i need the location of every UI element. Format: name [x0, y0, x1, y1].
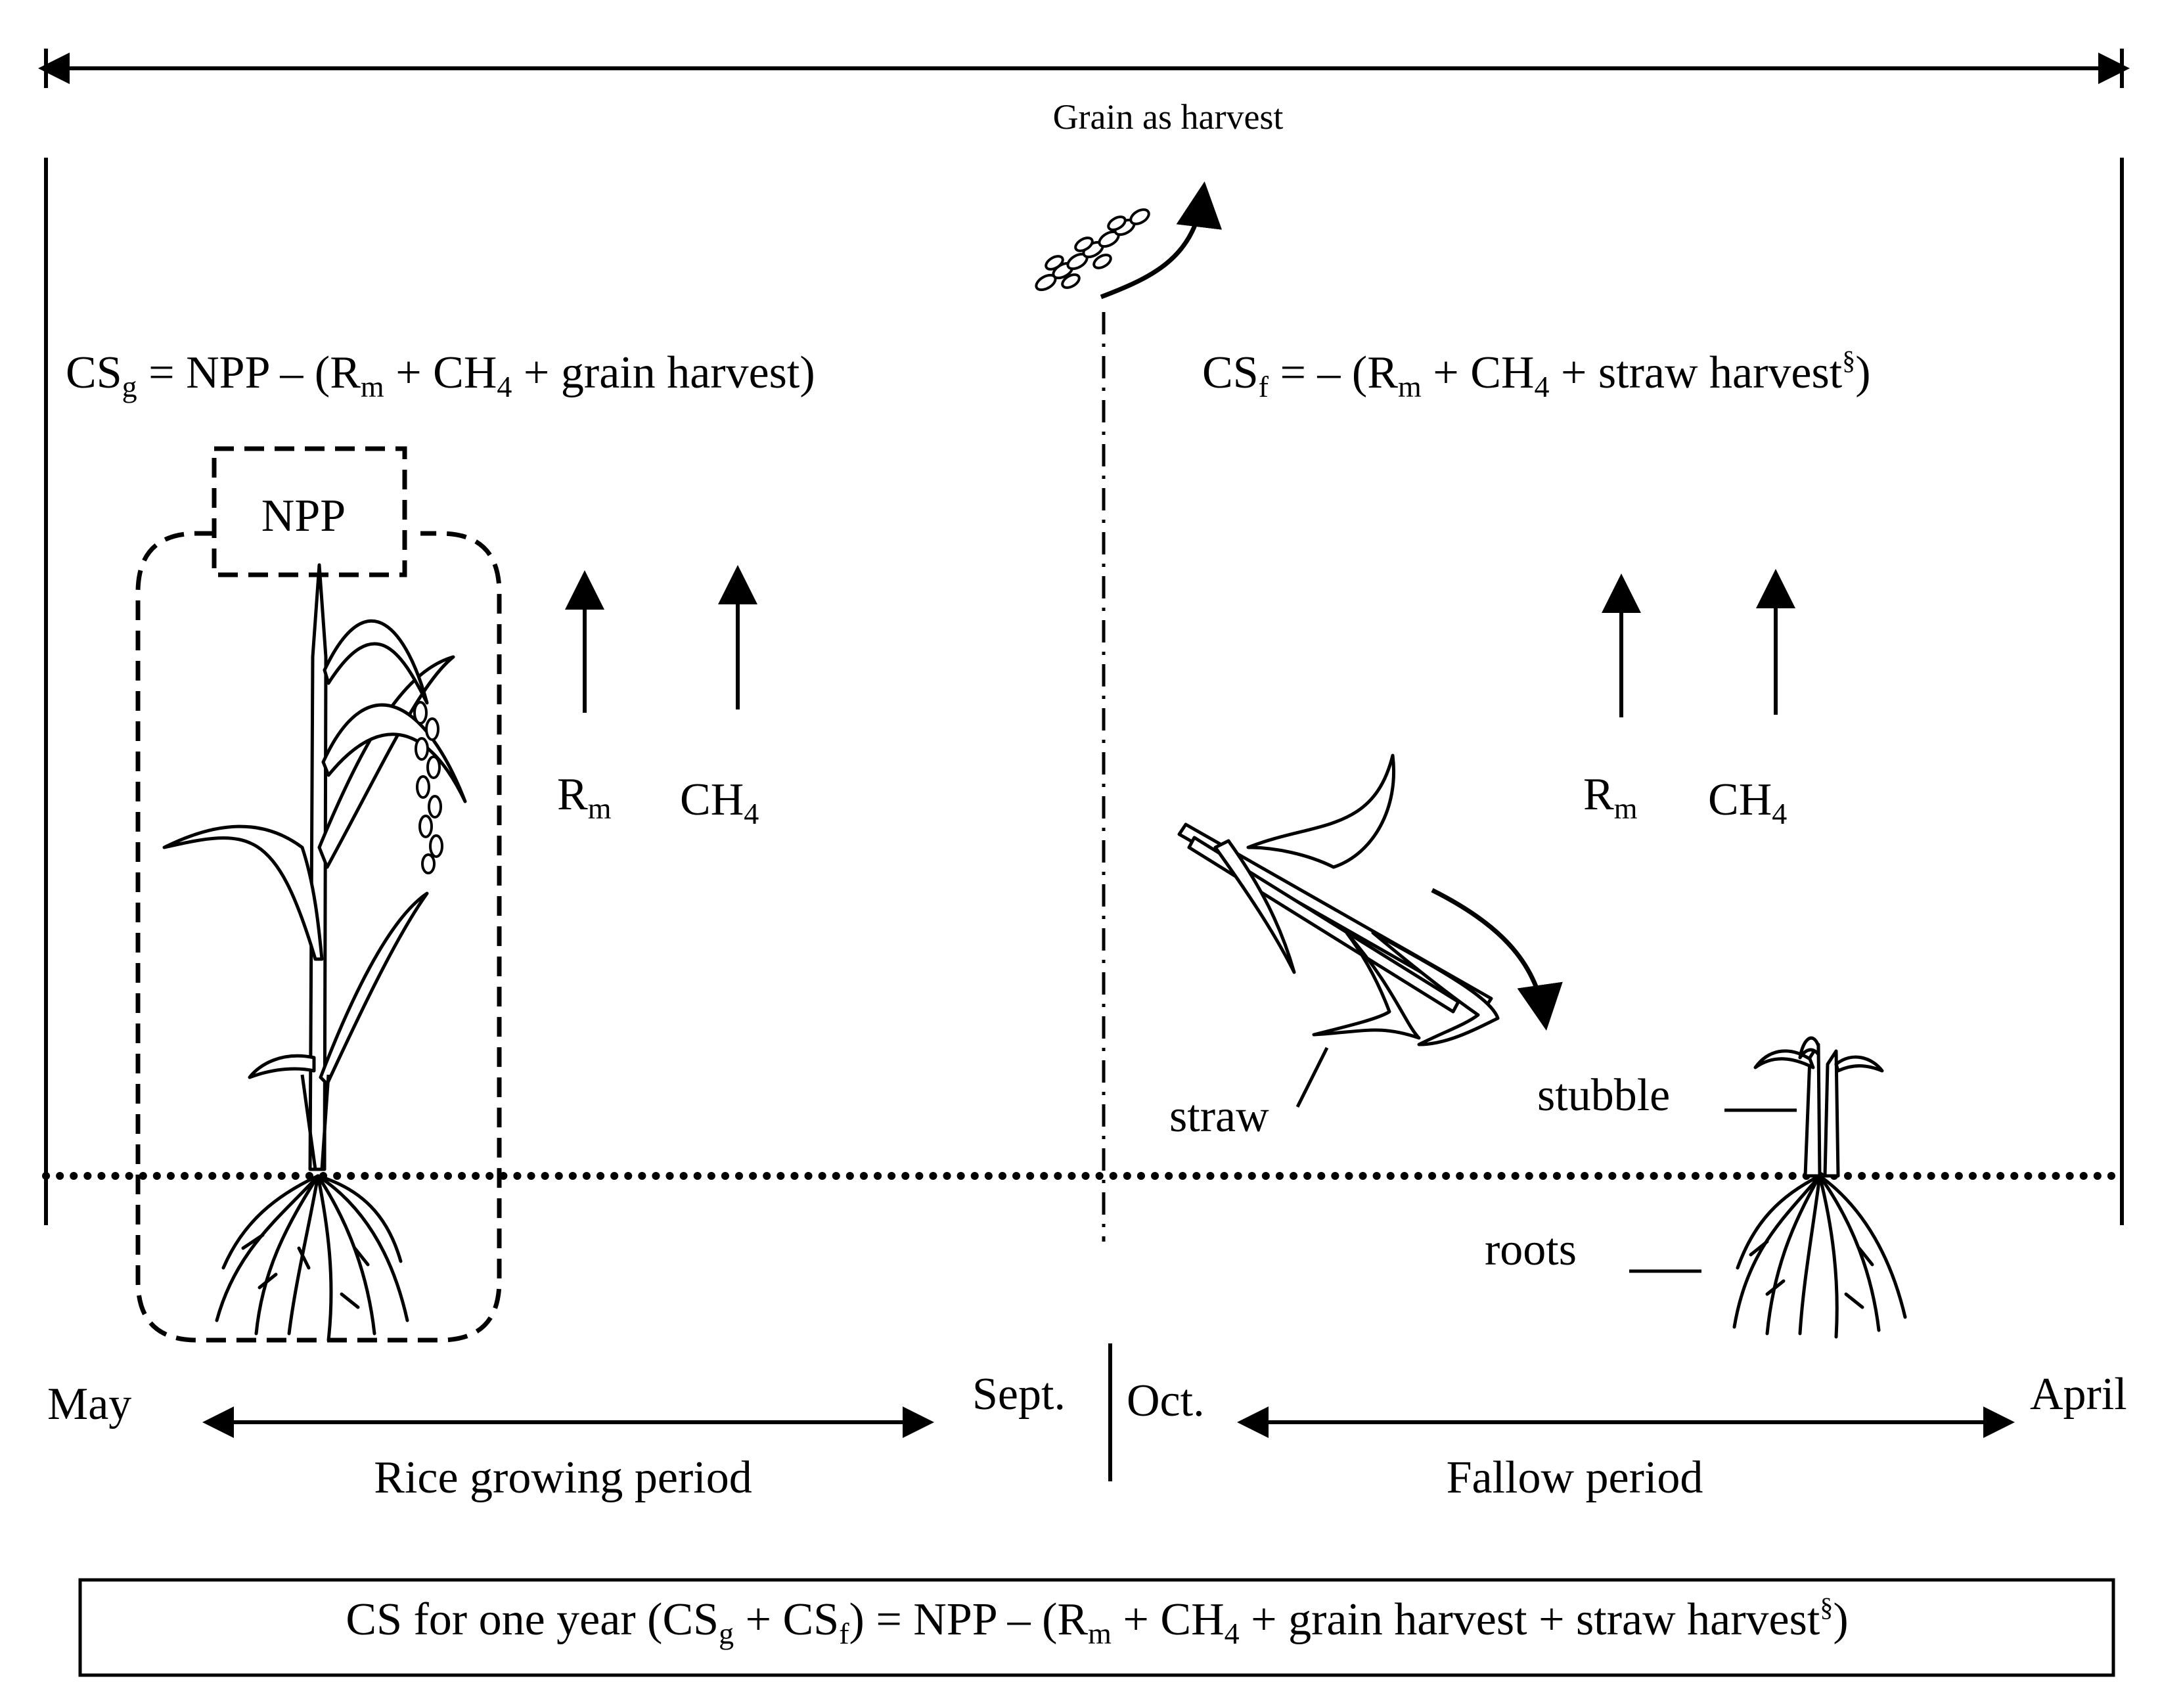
- fallow-ch4-label: CH4: [1708, 775, 1787, 830]
- fallow-rm-label: Rm: [1583, 769, 1638, 825]
- growing-rm-label: Rm: [557, 769, 612, 825]
- rice-roots-icon: [215, 1174, 409, 1342]
- month-sept-label: Sept.: [972, 1369, 1066, 1420]
- year-span-arrow: [38, 49, 2130, 88]
- summary-box: [78, 1578, 2115, 1677]
- stubble-label: stubble: [1537, 1070, 1670, 1121]
- grain-head-icon: [1035, 208, 1150, 292]
- straw-label: straw: [1169, 1091, 1269, 1142]
- growing-season-equation: CSg = NPP – (Rm + CH4 + grain harvest): [66, 348, 815, 403]
- growing-ch4-label: CH4: [680, 775, 759, 830]
- fallow-roots-icon: [1732, 1174, 1907, 1339]
- summary-equation: CS for one year (CSg + CSf) = NPP – (Rm …: [346, 1592, 1848, 1650]
- fallow-season-equation: CSf = – (Rm + CH4 + straw harvest§): [1202, 346, 1871, 403]
- rice-period-label: Rice growing period: [374, 1452, 752, 1503]
- straw-to-stubble-arrow: [1431, 888, 1563, 1031]
- grain-harvest-label: Grain as harvest: [1053, 97, 1284, 137]
- month-april-label: April: [2030, 1369, 2127, 1420]
- npp-label: NPP: [261, 491, 346, 541]
- grain-harvest-arrow: [1100, 181, 1223, 300]
- roots-label: roots: [1485, 1225, 1577, 1275]
- month-oct-label: Oct.: [1127, 1376, 1205, 1426]
- fallow-period-label: Fallow period: [1447, 1452, 1703, 1503]
- rice-panicle-icon: [413, 701, 443, 874]
- stubble-icon: [1753, 1036, 1884, 1178]
- rice-plant-icon: [162, 563, 467, 1171]
- npp-boundary: [135, 446, 502, 1343]
- straw-pointer-line: [1295, 1046, 1329, 1108]
- straw-icon: [1177, 753, 1500, 1046]
- month-may-label: May: [47, 1379, 131, 1429]
